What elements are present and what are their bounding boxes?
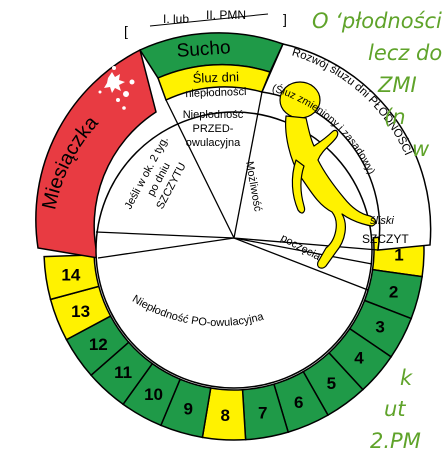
svg-text:[: [: [124, 23, 128, 39]
infertile-mucus-sublabel: niepłodności: [185, 86, 247, 100]
day-number-label: 4: [354, 349, 364, 368]
day-number-label: 3: [375, 318, 384, 337]
day-number-label: 2: [389, 283, 398, 302]
side-caption-line: 2.PM: [370, 429, 421, 453]
side-caption-line: w: [412, 137, 430, 161]
pre-ovulatory-label-3: owulacyjna: [186, 137, 241, 149]
day-number-label: 9: [183, 400, 192, 419]
slippery-label: śliski: [370, 215, 394, 227]
side-caption-line: lecz do: [368, 41, 442, 65]
dry-label: Sucho: [176, 37, 231, 62]
side-caption-line: ZMI: [377, 73, 417, 97]
peak-label: SZCZYT: [362, 232, 409, 246]
day-number-label: 11: [114, 363, 132, 382]
side-caption-line: ut: [384, 397, 406, 421]
day-number-label: 7: [258, 403, 267, 422]
pre-ovulatory-label-1: Niepłodność: [183, 109, 244, 121]
pre-ovulatory-label-2: PRZED-: [193, 123, 234, 135]
day-number-label: 14: [61, 265, 80, 284]
side-caption-line: k: [400, 366, 413, 390]
day-number-label: 10: [144, 385, 163, 404]
side-caption-line: (n: [384, 105, 406, 129]
day-number-label: 8: [221, 406, 230, 425]
svg-text:]: ]: [283, 11, 287, 27]
day-number-label: 13: [71, 302, 90, 321]
day-number-label: 5: [327, 374, 336, 393]
side-caption-line: O ‘płodności: [312, 9, 442, 33]
infertile-mucus-label: Śluz dni: [192, 69, 239, 86]
day-number-label: 6: [294, 393, 303, 412]
day-number-label: 12: [89, 335, 108, 354]
